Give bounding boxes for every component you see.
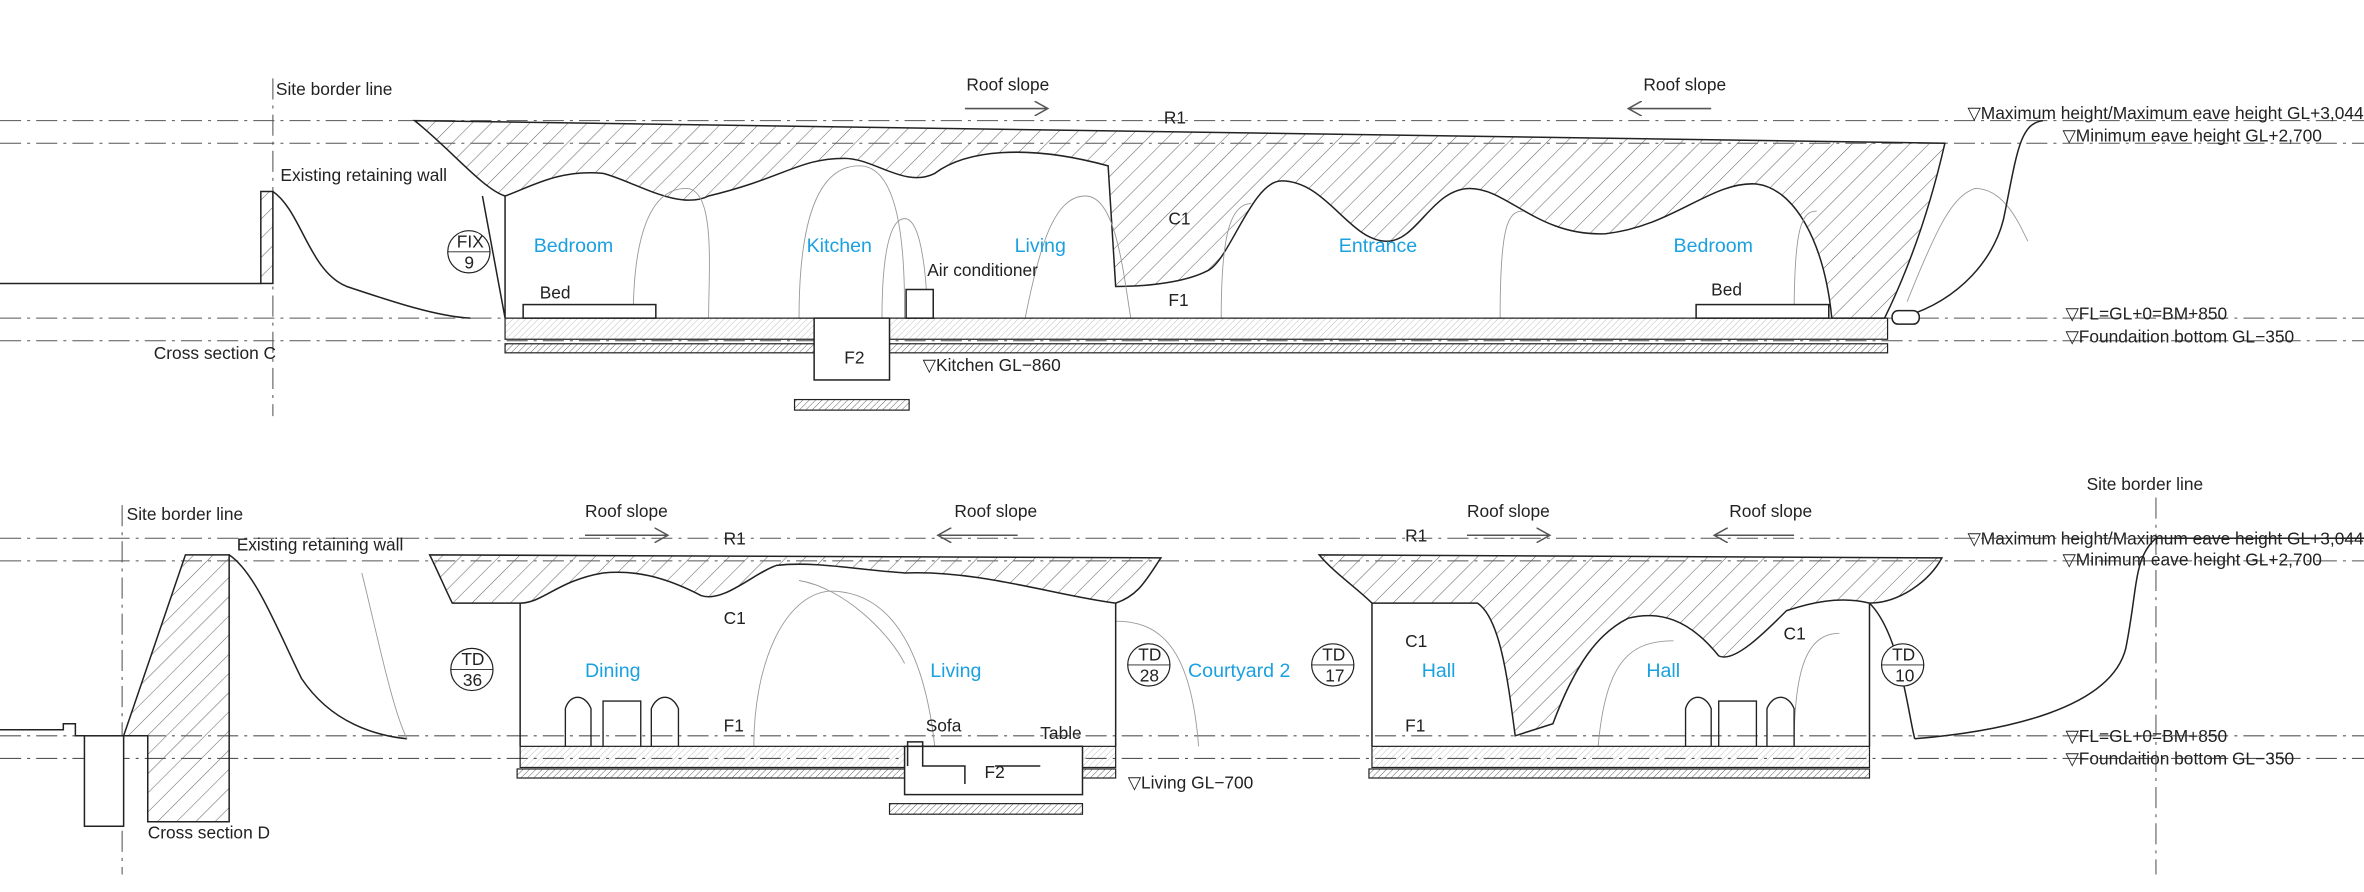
glass-arches (632, 165, 2029, 319)
fix-tag: FIX 9 (447, 230, 491, 274)
living-level-label: ▽Living GL−700 (1128, 773, 1254, 793)
svg-text:TD: TD (1892, 644, 1915, 664)
stone (1891, 309, 1920, 325)
table-label: Table (1040, 723, 1081, 743)
svg-text:FIX: FIX (457, 231, 484, 251)
foundation-strip-2 (1368, 768, 1871, 779)
room-label: Bedroom (1673, 235, 1753, 257)
f2-label: F2 (984, 762, 1004, 782)
retaining-wall-label: Existing retaining wall (280, 165, 447, 185)
roof-slope-label: Roof slope (966, 74, 1049, 94)
level-fl: ▽FL=GL+0=BM+850 (2065, 726, 2227, 746)
svg-text:TD: TD (1322, 644, 1345, 664)
roof-mass (412, 119, 1946, 319)
svg-text:TD: TD (1138, 644, 1161, 664)
kitchen-pit-foundation (793, 398, 910, 411)
site-border-label: Site border line (2087, 474, 2204, 494)
retaining-wall-label: Existing retaining wall (237, 534, 404, 554)
kitchen-level-label: ▽Kitchen GL−860 (923, 355, 1061, 375)
terrain-left (272, 190, 471, 319)
floor-slab-2 (1371, 745, 1871, 769)
retaining-wall (260, 190, 274, 285)
section-d: Site border line Site border line Existi… (0, 474, 2364, 875)
c1-label: C1 (1168, 209, 1190, 229)
bed-label: Bed (540, 283, 571, 303)
living-pit (903, 745, 1084, 796)
bed-label: Bed (1711, 280, 1742, 300)
roof-slope-label: Roof slope (585, 501, 668, 521)
room-label: Hall (1422, 660, 1456, 682)
roof-slope-label: Roof slope (1643, 74, 1726, 94)
room-label: Hall (1646, 660, 1680, 682)
foundation-strip (504, 343, 1889, 354)
site-border-label: Site border line (276, 79, 393, 99)
room-label: Living (1015, 235, 1066, 257)
roof-slope-label: Roof slope (954, 501, 1037, 521)
level-min: ▽Minimum eave height GL+2,700 (2062, 549, 2321, 569)
f2-label: F2 (844, 347, 864, 367)
sofa-table (906, 741, 1041, 785)
roof-mass-1 (428, 554, 1163, 604)
chairs-icon (564, 696, 1795, 747)
section-title: Cross section C (154, 343, 276, 363)
level-foundation: ▽Foundaition bottom GL−350 (2065, 748, 2294, 768)
level-max: ▽Maximum height/Maximum eave height GL+3… (1967, 103, 2364, 123)
glass-arches (361, 572, 1840, 747)
r1-label: R1 (1164, 108, 1186, 128)
air-conditioner (905, 288, 934, 319)
c1-label: C1 (724, 608, 746, 628)
living-pit-foundation (888, 803, 1084, 815)
level-foundation: ▽Foundaition bottom GL−350 (2065, 326, 2294, 346)
roof-slope-label: Roof slope (1729, 501, 1812, 521)
room-label: Bedroom (534, 235, 614, 257)
c1-label: C1 (1405, 631, 1427, 651)
level-min: ▽Minimum eave height GL+2,700 (2062, 126, 2321, 146)
retaining-wall-base (83, 735, 125, 828)
level-max: ▽Maximum height/Maximum eave height GL+3… (1967, 528, 2364, 548)
f1-label: F1 (1168, 290, 1188, 310)
f1-label: F1 (1405, 715, 1425, 735)
svg-text:10: 10 (1895, 666, 1914, 686)
floor-slab (504, 317, 1889, 340)
level-fl: ▽FL=GL+0=BM+850 (2065, 304, 2227, 324)
room-label: Living (930, 660, 981, 682)
foundation-strip-1 (516, 768, 1117, 779)
roof-mass-2 (1317, 554, 1944, 737)
left-wall (481, 195, 506, 319)
kitchen-pit (813, 317, 891, 381)
room-label: Dining (585, 660, 641, 682)
f1-label: F1 (724, 715, 744, 735)
ground-line (0, 722, 85, 737)
room-label: Kitchen (807, 235, 872, 257)
c1-label: C1 (1784, 623, 1806, 643)
room-label: Courtyard 2 (1188, 660, 1290, 682)
air-conditioner-label: Air conditioner (927, 260, 1038, 280)
svg-text:TD: TD (461, 649, 484, 669)
walls (519, 602, 1916, 747)
svg-text:9: 9 (464, 252, 474, 272)
section-title: Cross section D (148, 822, 270, 842)
r1-label: R1 (1405, 525, 1427, 545)
sofa-label: Sofa (926, 715, 962, 735)
site-border-label: Site border line (127, 504, 244, 524)
r1-label: R1 (724, 528, 746, 548)
retaining-wall (122, 554, 230, 823)
svg-text:28: 28 (1140, 666, 1159, 686)
section-c: Site border line Existing retaining wall… (0, 74, 2364, 417)
roof-slope-label: Roof slope (1467, 501, 1550, 521)
svg-text:36: 36 (463, 670, 482, 690)
bed-right (1695, 303, 1830, 319)
svg-text:17: 17 (1325, 666, 1344, 686)
bed-left (522, 303, 657, 319)
room-label: Entrance (1339, 235, 1418, 257)
terrain-right (1914, 537, 2364, 740)
terrain-left (228, 554, 408, 740)
terrain-right (1899, 119, 2043, 319)
